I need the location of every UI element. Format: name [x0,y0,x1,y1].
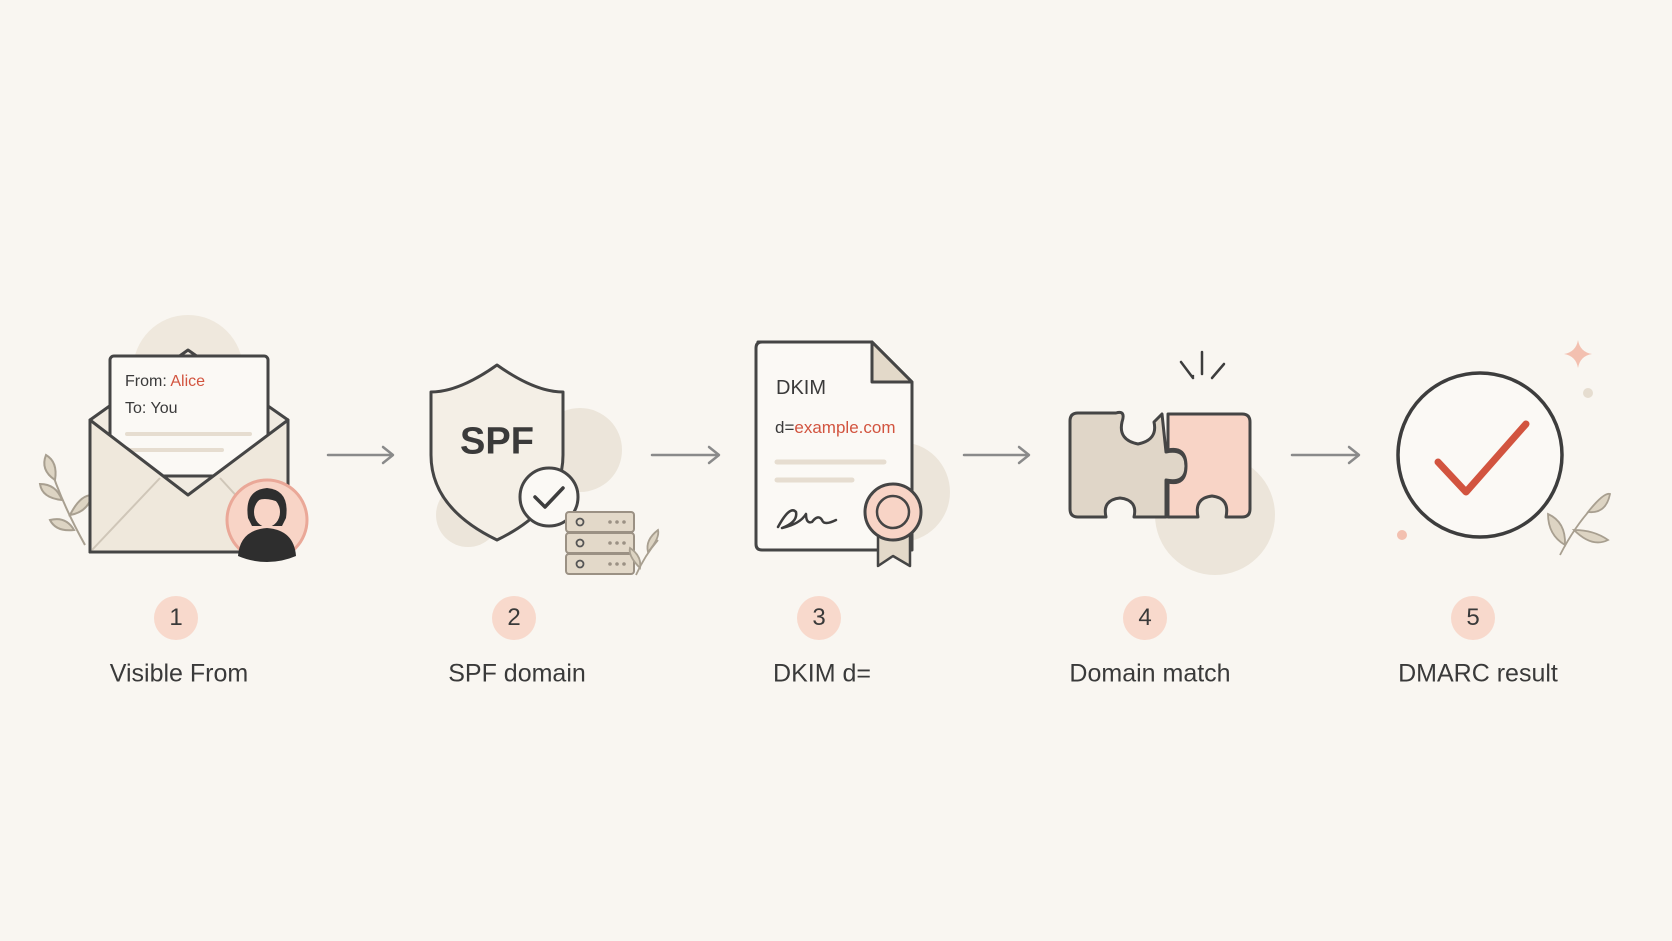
envelope-icon [38,315,309,562]
checkmark-circle-icon [1396,340,1612,556]
envelope-from-line: From: Alice [125,373,205,391]
domain-prefix: d= [775,418,795,437]
step-2-label: SPF domain [448,659,586,688]
leaf-decoration [1547,492,1612,556]
shield-icon [429,363,660,576]
domain-value: example.com [794,418,896,437]
avatar-icon [225,478,309,562]
document-domain: d=example.com [775,418,896,438]
step-3-badge: 3 [797,596,841,640]
document-title: DKIM [776,377,826,399]
server-icon [565,511,635,575]
leaf-decoration-left [38,453,94,546]
step-1-label: Visible From [109,659,249,688]
from-name: Alice [170,373,206,390]
sparkle-icon [1564,340,1592,368]
step-3-label: DKIM d= [773,659,871,688]
arrow-right-icon [962,445,1031,465]
seal-icon [863,482,923,568]
signed-document-icon [754,340,950,568]
dot-decoration [1583,388,1593,398]
step-2-badge: 2 [492,596,536,640]
envelope-to-line: To: You [125,400,178,417]
step-1-badge: 1 [154,596,198,640]
leaf-decoration [628,528,660,576]
step-4-label: Domain match [1069,659,1231,688]
step-4-badge: 4 [1123,596,1167,640]
spark-lines [1179,350,1226,380]
from-prefix: From: [125,373,171,390]
arrow-right-icon [1290,445,1361,465]
shield-text: SPF [460,420,534,463]
puzzle-icon [1068,350,1275,575]
arrow-right-icon [326,445,395,465]
step-5-badge: 5 [1451,596,1495,640]
step-5-label: DMARC result [1398,659,1558,688]
arrow-right-icon [650,445,721,465]
dot-decoration [1397,530,1407,540]
